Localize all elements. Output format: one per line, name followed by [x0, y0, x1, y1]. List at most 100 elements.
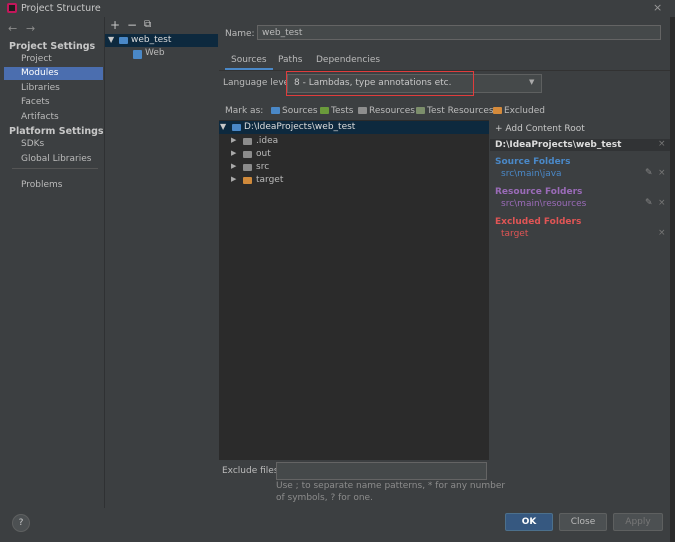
- back-arrow-icon[interactable]: ←: [8, 22, 18, 35]
- excluded-folder-icon: [493, 107, 502, 114]
- remove-root-icon[interactable]: ×: [658, 139, 666, 149]
- remove-module-icon[interactable]: −: [127, 18, 138, 32]
- content-root-info: + Add Content Root D:\IdeaProjects\web_t…: [490, 120, 670, 508]
- tree-root-path: D:\IdeaProjects\web_test: [244, 122, 356, 132]
- content-root-header: D:\IdeaProjects\web_test ×: [490, 139, 670, 151]
- mark-as-label: Mark as:: [225, 106, 264, 116]
- exclude-files-label: Exclude files:: [222, 466, 282, 476]
- tree-node-label: src: [256, 162, 270, 172]
- help-button[interactable]: ?: [12, 514, 30, 532]
- copy-module-icon[interactable]: ⧉: [144, 19, 152, 30]
- chevron-down-icon[interactable]: ▼: [529, 78, 535, 86]
- sources-folder-icon: [271, 107, 280, 114]
- tests-folder-icon: [320, 107, 329, 114]
- module-name: web_test: [131, 35, 172, 45]
- settings-nav: ← → Project Settings Project Modules Lib…: [4, 17, 104, 508]
- expand-arrow-icon[interactable]: ▶: [231, 175, 237, 183]
- exclude-hint-line2: of symbols, ? for one.: [276, 493, 373, 503]
- close-button[interactable]: Close: [559, 513, 607, 531]
- add-module-icon[interactable]: +: [110, 18, 121, 32]
- exclude-hint-line1: Use ; to separate name patterns, * for a…: [276, 481, 506, 491]
- window-title: Project Structure: [21, 3, 101, 14]
- mark-resources-label: Resources: [369, 106, 415, 116]
- title-bar: Project Structure ×: [0, 0, 675, 17]
- expand-arrow-icon[interactable]: ▶: [231, 149, 237, 157]
- tree-node-target[interactable]: ▶ target: [231, 174, 431, 187]
- language-level-label: Language level:: [223, 78, 295, 88]
- mark-tests-label: Tests: [331, 106, 354, 116]
- edit-icon[interactable]: ✎: [645, 198, 653, 208]
- add-content-root-button[interactable]: + Add Content Root: [495, 124, 585, 134]
- nav-item-project[interactable]: Project: [21, 54, 52, 64]
- nav-item-artifacts[interactable]: Artifacts: [21, 112, 59, 122]
- ok-button[interactable]: OK: [505, 513, 553, 531]
- excluded-folders-heading: Excluded Folders: [495, 217, 582, 227]
- name-input[interactable]: web_test: [257, 25, 661, 40]
- mark-sources-button[interactable]: Sources: [271, 106, 318, 116]
- mark-tests-button[interactable]: Tests: [320, 106, 353, 116]
- web-facet-icon: [133, 50, 142, 59]
- root-folder-icon: [232, 124, 241, 131]
- tree-node-label: target: [256, 175, 284, 185]
- tab-sources[interactable]: Sources: [225, 55, 273, 70]
- nav-item-global-libraries[interactable]: Global Libraries: [21, 154, 92, 164]
- nav-heading-platform-settings: Platform Settings: [9, 126, 104, 137]
- facet-web[interactable]: Web: [145, 48, 165, 58]
- tab-paths[interactable]: Paths: [278, 55, 303, 65]
- mark-test-resources-button[interactable]: Test Resources: [416, 106, 494, 116]
- forward-arrow-icon[interactable]: →: [26, 22, 36, 35]
- test-resources-folder-icon: [416, 107, 425, 114]
- expand-arrow-icon[interactable]: ▼: [220, 122, 227, 131]
- language-level-value: 8 - Lambdas, type annotations etc.: [294, 78, 452, 88]
- app-icon: [7, 3, 17, 13]
- tree-root-row[interactable]: ▼ D:\IdeaProjects\web_test: [219, 121, 489, 134]
- close-window-icon[interactable]: ×: [653, 1, 663, 14]
- nav-item-modules[interactable]: Modules: [4, 67, 103, 80]
- tree-node-label: .idea: [256, 136, 279, 146]
- folder-icon: [243, 164, 252, 171]
- mark-resources-button[interactable]: Resources: [358, 106, 415, 116]
- nav-item-problems[interactable]: Problems: [21, 180, 63, 190]
- expand-arrow-icon[interactable]: ▶: [231, 136, 237, 144]
- resource-folders-heading: Resource Folders: [495, 187, 583, 197]
- mark-excluded-label: Excluded: [504, 106, 545, 116]
- apply-button[interactable]: Apply: [613, 513, 663, 531]
- name-label: Name:: [225, 29, 255, 39]
- nav-item-libraries[interactable]: Libraries: [21, 83, 60, 93]
- mark-sources-label: Sources: [282, 106, 318, 116]
- resources-folder-icon: [358, 107, 367, 114]
- mark-test-resources-label: Test Resources: [427, 106, 494, 116]
- highlight-annotation: [286, 71, 474, 96]
- tree-node-idea[interactable]: ▶ .idea: [231, 135, 431, 148]
- exclude-files-input[interactable]: [276, 462, 487, 480]
- source-folder-path[interactable]: src\main\java: [501, 169, 562, 179]
- nav-heading-project-settings: Project Settings: [9, 41, 96, 52]
- dialog-footer: ? OK Close Apply: [0, 508, 670, 537]
- module-folder-icon: [119, 37, 128, 44]
- tab-dependencies[interactable]: Dependencies: [316, 55, 381, 65]
- nav-item-sdks[interactable]: SDKs: [21, 139, 45, 149]
- nav-divider: [12, 168, 98, 169]
- expand-arrow-icon[interactable]: ▼: [108, 35, 115, 44]
- folder-icon: [243, 138, 252, 145]
- language-level-select[interactable]: 8 - Lambdas, type annotations etc. ▼: [287, 74, 542, 93]
- tree-node-src[interactable]: ▶ src: [231, 161, 431, 174]
- remove-icon[interactable]: ×: [658, 168, 666, 178]
- tree-node-out[interactable]: ▶ out: [231, 148, 431, 161]
- tab-divider: [219, 70, 670, 71]
- module-tree-panel: + − ⧉ ▼ web_test Web: [104, 17, 220, 508]
- expand-arrow-icon[interactable]: ▶: [231, 162, 237, 170]
- module-row-selected[interactable]: ▼ web_test: [105, 34, 218, 47]
- remove-icon[interactable]: ×: [658, 198, 666, 208]
- background-edge: [670, 17, 675, 542]
- excluded-folder-icon: [243, 177, 252, 184]
- edit-icon[interactable]: ✎: [645, 168, 653, 178]
- excluded-folder-path[interactable]: target: [501, 229, 529, 239]
- mark-excluded-button[interactable]: Excluded: [493, 106, 545, 116]
- resource-folder-path[interactable]: src\main\resources: [501, 199, 587, 209]
- nav-item-facets[interactable]: Facets: [21, 97, 50, 107]
- content-root-tree: [219, 120, 489, 460]
- remove-icon[interactable]: ×: [658, 228, 666, 238]
- tree-node-label: out: [256, 149, 271, 159]
- folder-icon: [243, 151, 252, 158]
